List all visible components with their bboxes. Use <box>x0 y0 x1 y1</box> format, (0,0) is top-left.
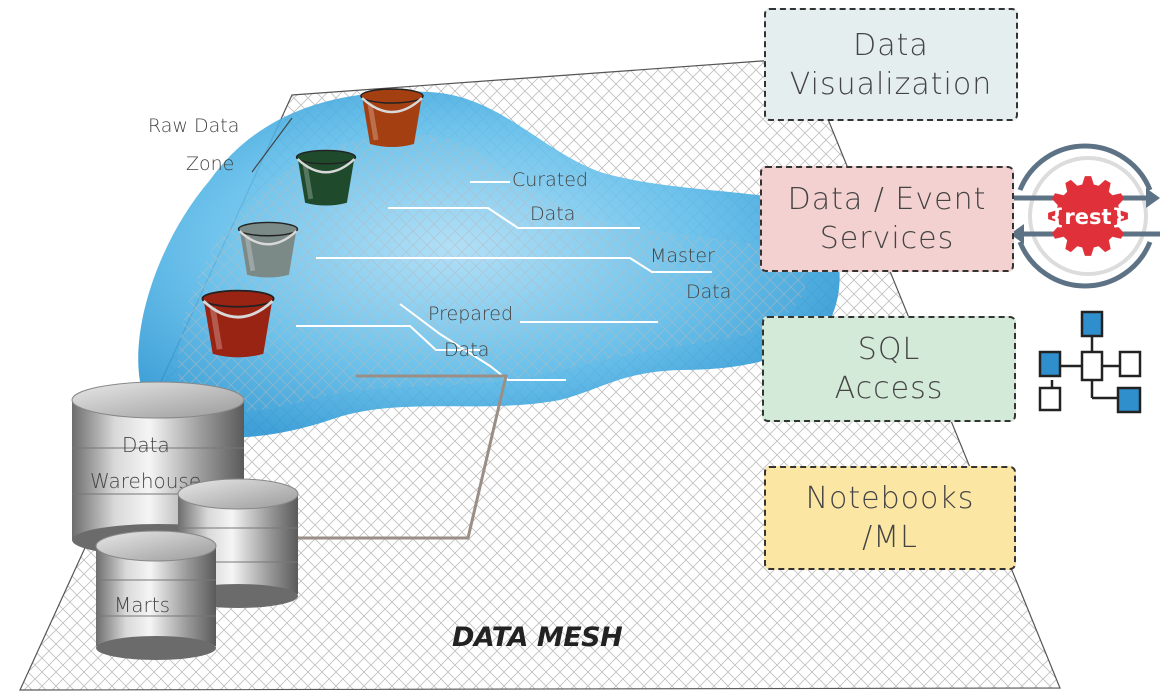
rest-api-icon: {rest} <box>1010 143 1160 289</box>
curated-data-label: Curated Data <box>512 169 588 225</box>
raw-zone-label: Raw Data Zone <box>148 115 239 175</box>
data-event-services-label: Data / Event Services <box>787 182 987 256</box>
svg-text:Raw Data: Raw Data <box>148 115 239 137</box>
notebooks-ml-label: Notebooks /ML <box>805 481 975 555</box>
data-mesh-title: DATA MESH <box>452 622 623 653</box>
sql-access-label: SQL Access <box>834 332 944 406</box>
svg-text:Master: Master <box>650 245 715 267</box>
warehouse-connector <box>296 374 508 540</box>
bucket-gray-icon <box>237 221 299 278</box>
svg-text:Data: Data <box>444 339 489 361</box>
svg-text:Data: Data <box>686 281 731 303</box>
master-data-label: Master Data <box>650 245 731 303</box>
svg-text:{rest}: {rest} <box>1049 205 1126 229</box>
zone-lines <box>296 181 712 381</box>
data-event-services-box: Data / Event Services <box>760 166 1014 272</box>
schema-tree-icon <box>1038 310 1142 414</box>
buckets-group <box>201 88 424 358</box>
data-visualization-box: Data Visualization <box>764 8 1018 121</box>
bucket-red-icon <box>201 289 275 358</box>
svg-text:Zone: Zone <box>186 153 234 175</box>
svg-text:Prepared: Prepared <box>428 303 513 325</box>
gear-icon <box>1048 176 1128 256</box>
sql-access-box: SQL Access <box>762 316 1016 422</box>
bucket-green-icon <box>295 149 357 206</box>
svg-text:Marts: Marts <box>114 593 170 617</box>
marts-db: Marts <box>95 530 217 660</box>
svg-text:Data: Data <box>122 433 170 457</box>
svg-text:Curated: Curated <box>512 169 588 191</box>
svg-text:Data: Data <box>530 203 575 225</box>
raw-zone-pointer <box>251 117 293 173</box>
data-visualization-label: Data Visualization <box>789 27 993 102</box>
prepared-data-label: Prepared Data <box>428 303 513 361</box>
bucket-orange-icon <box>360 88 424 147</box>
notebooks-ml-box: Notebooks /ML <box>764 466 1016 570</box>
